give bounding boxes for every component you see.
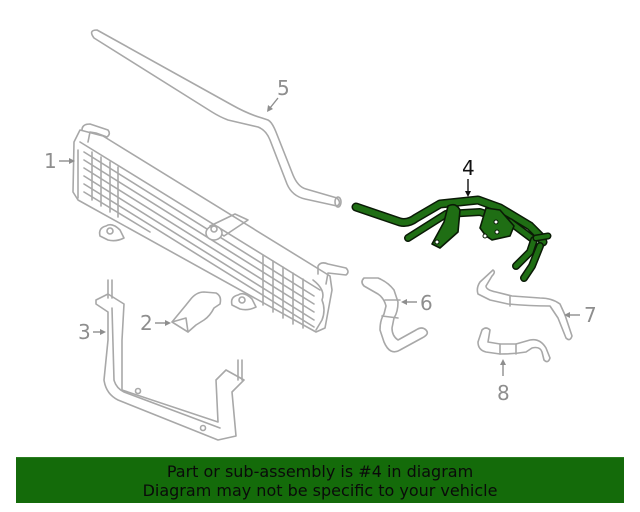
banner-disclaimer-line: Diagram may not be specific to your vehi… <box>142 480 498 500</box>
callout-6: 6 <box>401 291 433 315</box>
part-3-u-bracket[interactable] <box>95 279 245 441</box>
svg-text:3: 3 <box>78 320 91 344</box>
callout-2: 2 <box>140 311 171 335</box>
part-1-oil-cooler[interactable] <box>72 123 349 333</box>
part-5-pipe[interactable] <box>90 29 342 208</box>
callout-8: 8 <box>497 359 510 405</box>
callout-1: 1 <box>44 149 75 173</box>
part-7-hose[interactable] <box>476 269 573 341</box>
callout-4: 4 <box>462 156 475 197</box>
parts-diagram: 1 2 3 4 5 6 7 8 <box>44 29 597 441</box>
svg-text:2: 2 <box>140 311 153 335</box>
svg-text:8: 8 <box>497 381 510 405</box>
part-2-bracket[interactable] <box>171 291 222 333</box>
svg-text:7: 7 <box>584 303 597 327</box>
svg-text:4: 4 <box>462 156 475 180</box>
svg-text:5: 5 <box>277 76 290 100</box>
callout-5: 5 <box>267 76 290 112</box>
callout-3: 3 <box>78 320 106 344</box>
part-6-hose[interactable] <box>361 277 429 353</box>
svg-text:6: 6 <box>420 291 433 315</box>
svg-text:1: 1 <box>44 149 57 173</box>
part-8-hose[interactable] <box>477 327 551 363</box>
banner-part-line: Part or sub-assembly is #4 in diagram <box>166 461 474 481</box>
callout-7: 7 <box>564 303 597 327</box>
part-4-tube-assembly[interactable] <box>351 195 552 282</box>
part-info-banner: Part or sub-assembly is #4 in diagram Di… <box>16 457 624 503</box>
